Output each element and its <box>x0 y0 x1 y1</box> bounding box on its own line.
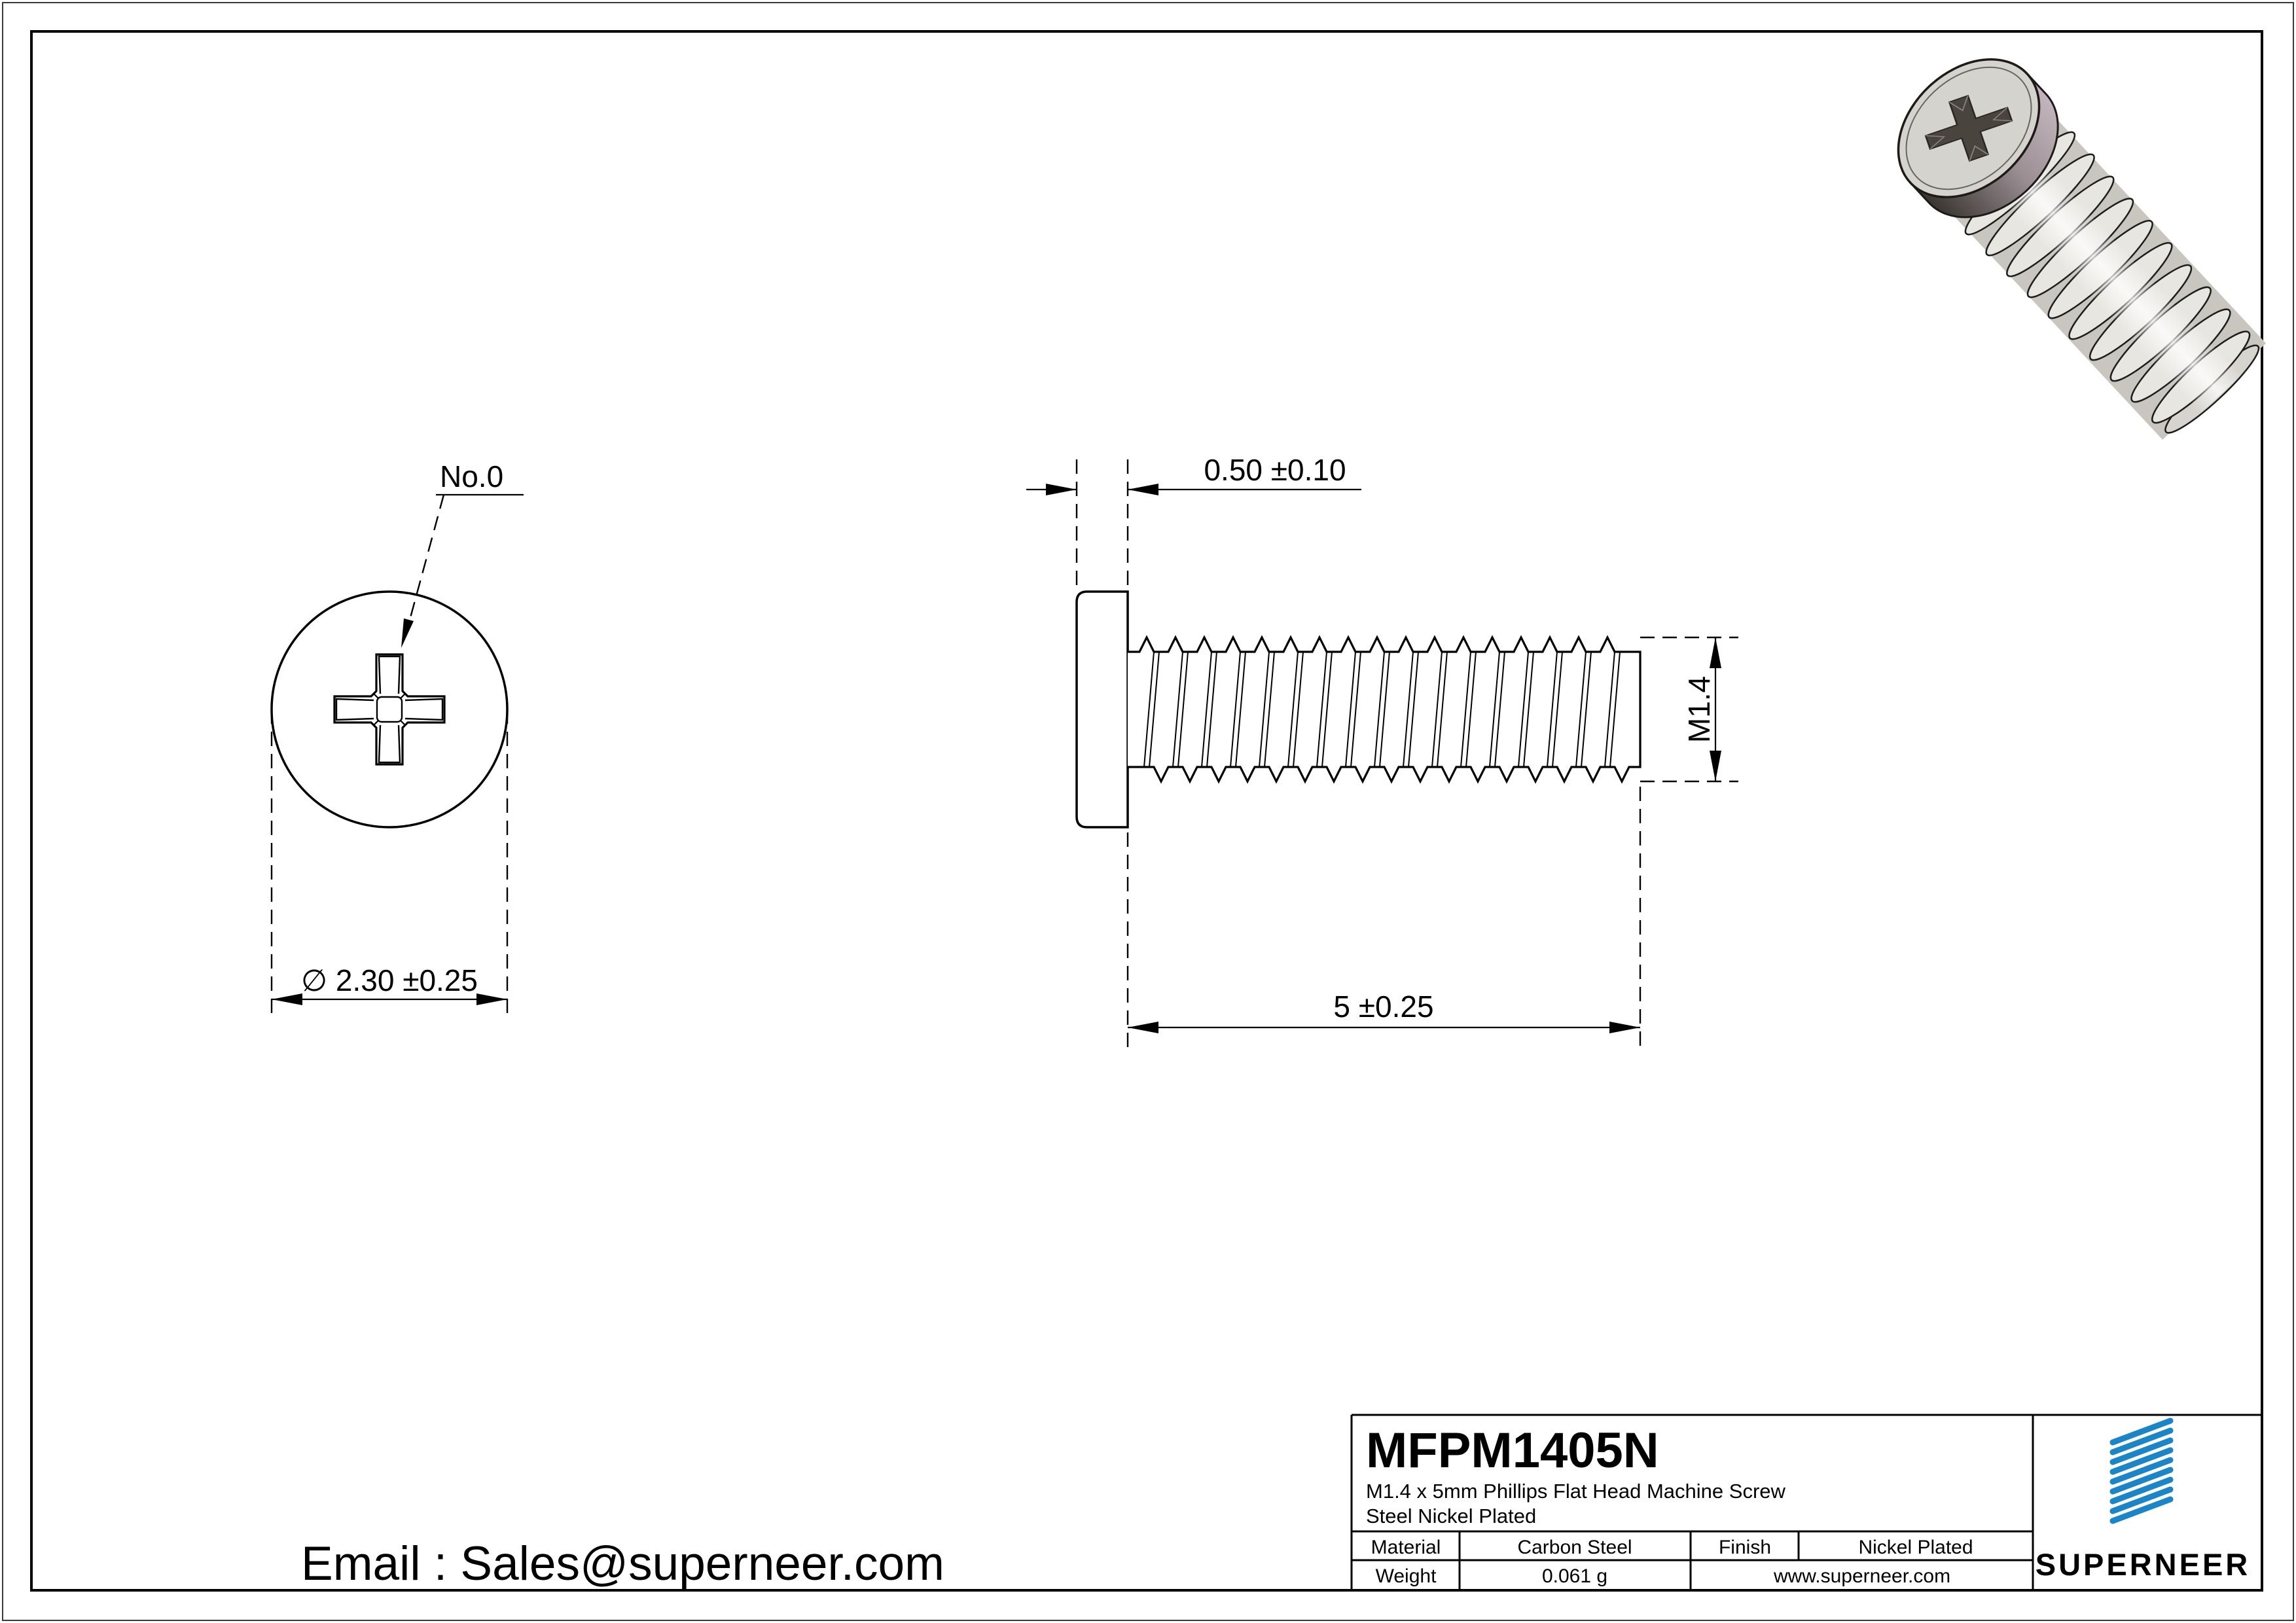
thread-profile <box>1128 635 1641 784</box>
dim-arrowhead <box>1046 484 1077 495</box>
title-block: MFPM1405N M1.4 x 5mm Phillips Flat Head … <box>1350 1414 2262 1590</box>
dim-arrowhead <box>476 993 507 1005</box>
email-text: Email : Sales@superneer.com <box>301 1537 944 1590</box>
finish-label: Finish <box>1719 1537 1771 1558</box>
superneer-logo: SUPERNEER <box>2036 1418 2251 1582</box>
weight-label: Weight <box>1376 1565 1437 1587</box>
finish-value: Nickel Plated <box>1858 1537 1973 1558</box>
thread-size-dimension-text: M1.4 <box>1682 676 1716 743</box>
phillips-recess-3d <box>1924 94 2013 162</box>
dim-arrowhead <box>1128 1022 1158 1033</box>
body-highlight <box>1976 136 2241 414</box>
head-face-rim <box>1905 66 2032 190</box>
no0-callout: No.0 <box>401 459 524 648</box>
website-link[interactable]: www.superneer.com <box>1773 1565 1950 1587</box>
side-view: 0.50 ±0.10 M1.4 5 ±0.25 <box>1026 453 1738 1047</box>
description-line1: M1.4 x 5mm Phillips Flat Head Machine Sc… <box>1366 1480 1786 1503</box>
material-label: Material <box>1371 1537 1441 1558</box>
diagonal-stripes-icon <box>2109 1418 2174 1524</box>
weight-value: 0.061 g <box>1542 1565 1607 1587</box>
dim-arrowhead <box>1710 751 1721 781</box>
description-line2: Steel Nickel Plated <box>1366 1505 1536 1527</box>
diameter-dimension-text: ∅ 2.30 ±0.25 <box>301 963 478 997</box>
drawing-border <box>30 30 2263 1592</box>
front-view: No.0 ∅ 2.30 ±0.25 <box>270 459 524 1018</box>
length-dimension: 5 ±0.25 <box>1126 787 1641 1047</box>
callout-label: No.0 <box>440 459 503 493</box>
part-number: MFPM1405N <box>1366 1423 1659 1478</box>
head-height-dimension-text: 0.50 ±0.10 <box>1204 453 1346 487</box>
screw-head-profile <box>1075 590 1129 829</box>
length-dimension-text: 5 ±0.25 <box>1333 990 1433 1024</box>
title-block-grid <box>1350 1414 2262 1590</box>
material-value: Carbon Steel <box>1517 1537 1632 1558</box>
diameter-dimension: ∅ 2.30 ±0.25 <box>270 709 509 1018</box>
dim-arrowhead <box>1609 1022 1640 1033</box>
head-height-dimension: 0.50 ±0.10 <box>1026 453 1361 588</box>
superneer-logo-text: SUPERNEER <box>2036 1547 2251 1582</box>
screw-3d-render <box>1897 58 2267 440</box>
callout-leader-line <box>406 494 445 630</box>
spec-table: Material Carbon Steel Finish Nickel Plat… <box>1371 1537 1973 1587</box>
phillips-cross <box>333 653 446 766</box>
dim-arrowhead <box>1710 637 1721 668</box>
thread-size-dimension: M1.4 <box>1640 636 1738 783</box>
leader-arrowhead <box>401 618 414 648</box>
dim-arrowhead <box>272 993 302 1005</box>
contact: Email : Sales@superneer.com <box>301 1537 944 1590</box>
dim-arrowhead <box>1128 484 1158 495</box>
